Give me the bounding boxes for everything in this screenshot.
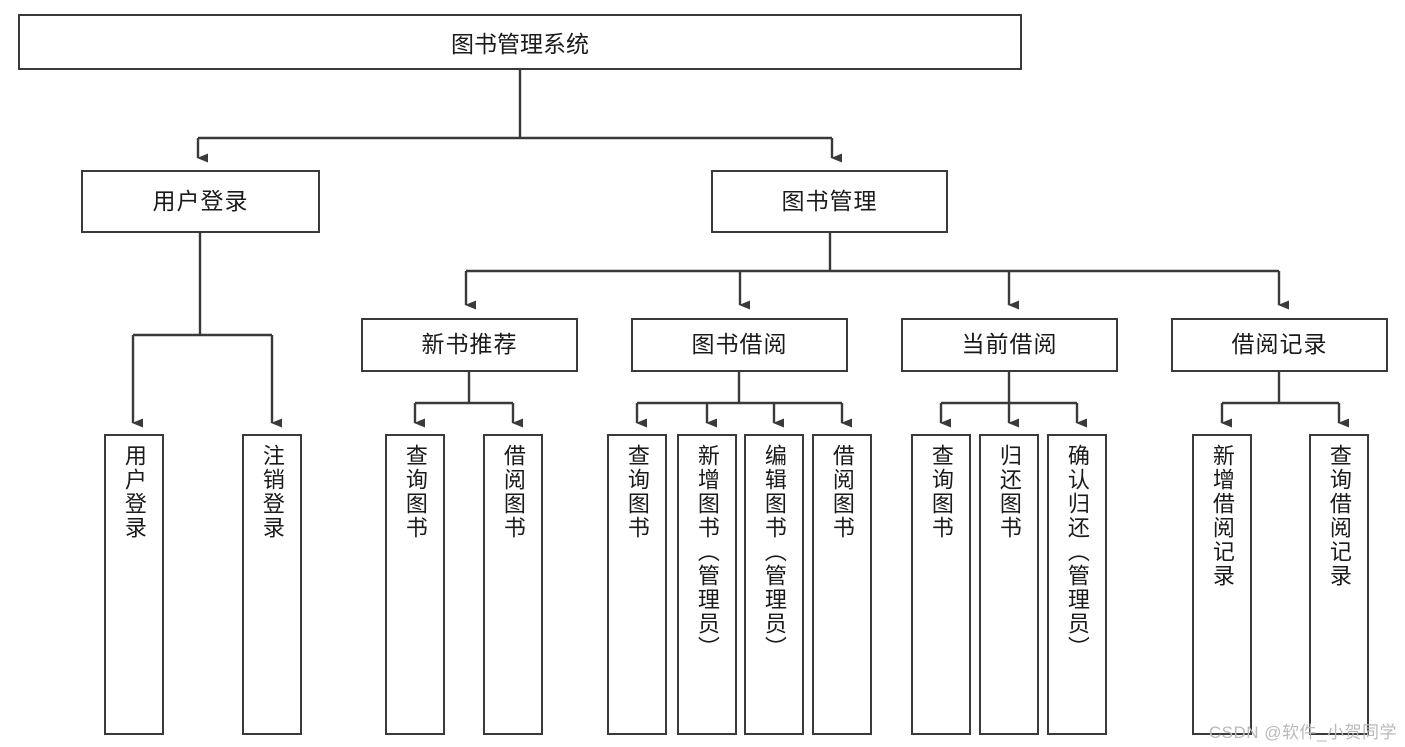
leaf-label: 确认归还（管理员） (1064, 444, 1090, 660)
leaf-new-book-query[interactable]: 查询图书 (385, 434, 445, 735)
leaf-borrow-borrow-book[interactable]: 借阅图书 (812, 434, 872, 735)
leaf-label: 查询图书 (402, 444, 428, 540)
leaf-borrow-query-book[interactable]: 查询图书 (607, 434, 667, 735)
leaf-borrow-add-book-admin[interactable]: 新增图书（管理员） (677, 434, 737, 735)
leaf-label: 新增借阅记录 (1209, 444, 1235, 588)
leaf-label: 借阅图书 (829, 444, 855, 540)
leaf-label: 归还图书 (996, 444, 1022, 540)
leaf-label: 查询图书 (928, 444, 954, 540)
leaf-label: 新增图书（管理员） (694, 444, 720, 660)
leaf-label: 查询图书 (624, 444, 650, 540)
watermark-text: CSDN @软件_小贺同学 (1208, 723, 1397, 742)
leaf-current-query-book[interactable]: 查询图书 (911, 434, 971, 735)
leaf-label: 用户登录 (121, 444, 147, 540)
leaf-borrow-edit-book-admin[interactable]: 编辑图书（管理员） (744, 434, 804, 735)
leaf-label: 编辑图书（管理员） (761, 444, 787, 660)
node-book-borrow[interactable]: 图书借阅 (631, 318, 848, 372)
node-current-borrow[interactable]: 当前借阅 (901, 318, 1118, 372)
leaf-record-query-record[interactable]: 查询借阅记录 (1309, 434, 1369, 735)
node-book-management[interactable]: 图书管理 (711, 170, 948, 233)
leaf-current-confirm-return-admin[interactable]: 确认归还（管理员） (1047, 434, 1107, 735)
node-root-system[interactable]: 图书管理系统 (18, 14, 1022, 70)
node-borrow-record[interactable]: 借阅记录 (1171, 318, 1388, 372)
leaf-current-return-book[interactable]: 归还图书 (979, 434, 1039, 735)
leaf-label: 借阅图书 (500, 444, 526, 540)
leaf-user-login-signout[interactable]: 注销登录 (242, 434, 302, 735)
node-user-login[interactable]: 用户登录 (81, 170, 320, 233)
leaf-new-book-borrow[interactable]: 借阅图书 (483, 434, 543, 735)
node-new-book-recommend[interactable]: 新书推荐 (361, 318, 578, 372)
leaf-user-login-signin[interactable]: 用户登录 (104, 434, 164, 735)
leaf-label: 查询借阅记录 (1326, 444, 1352, 588)
leaf-label: 注销登录 (259, 444, 285, 540)
leaf-record-add-record[interactable]: 新增借阅记录 (1192, 434, 1252, 735)
